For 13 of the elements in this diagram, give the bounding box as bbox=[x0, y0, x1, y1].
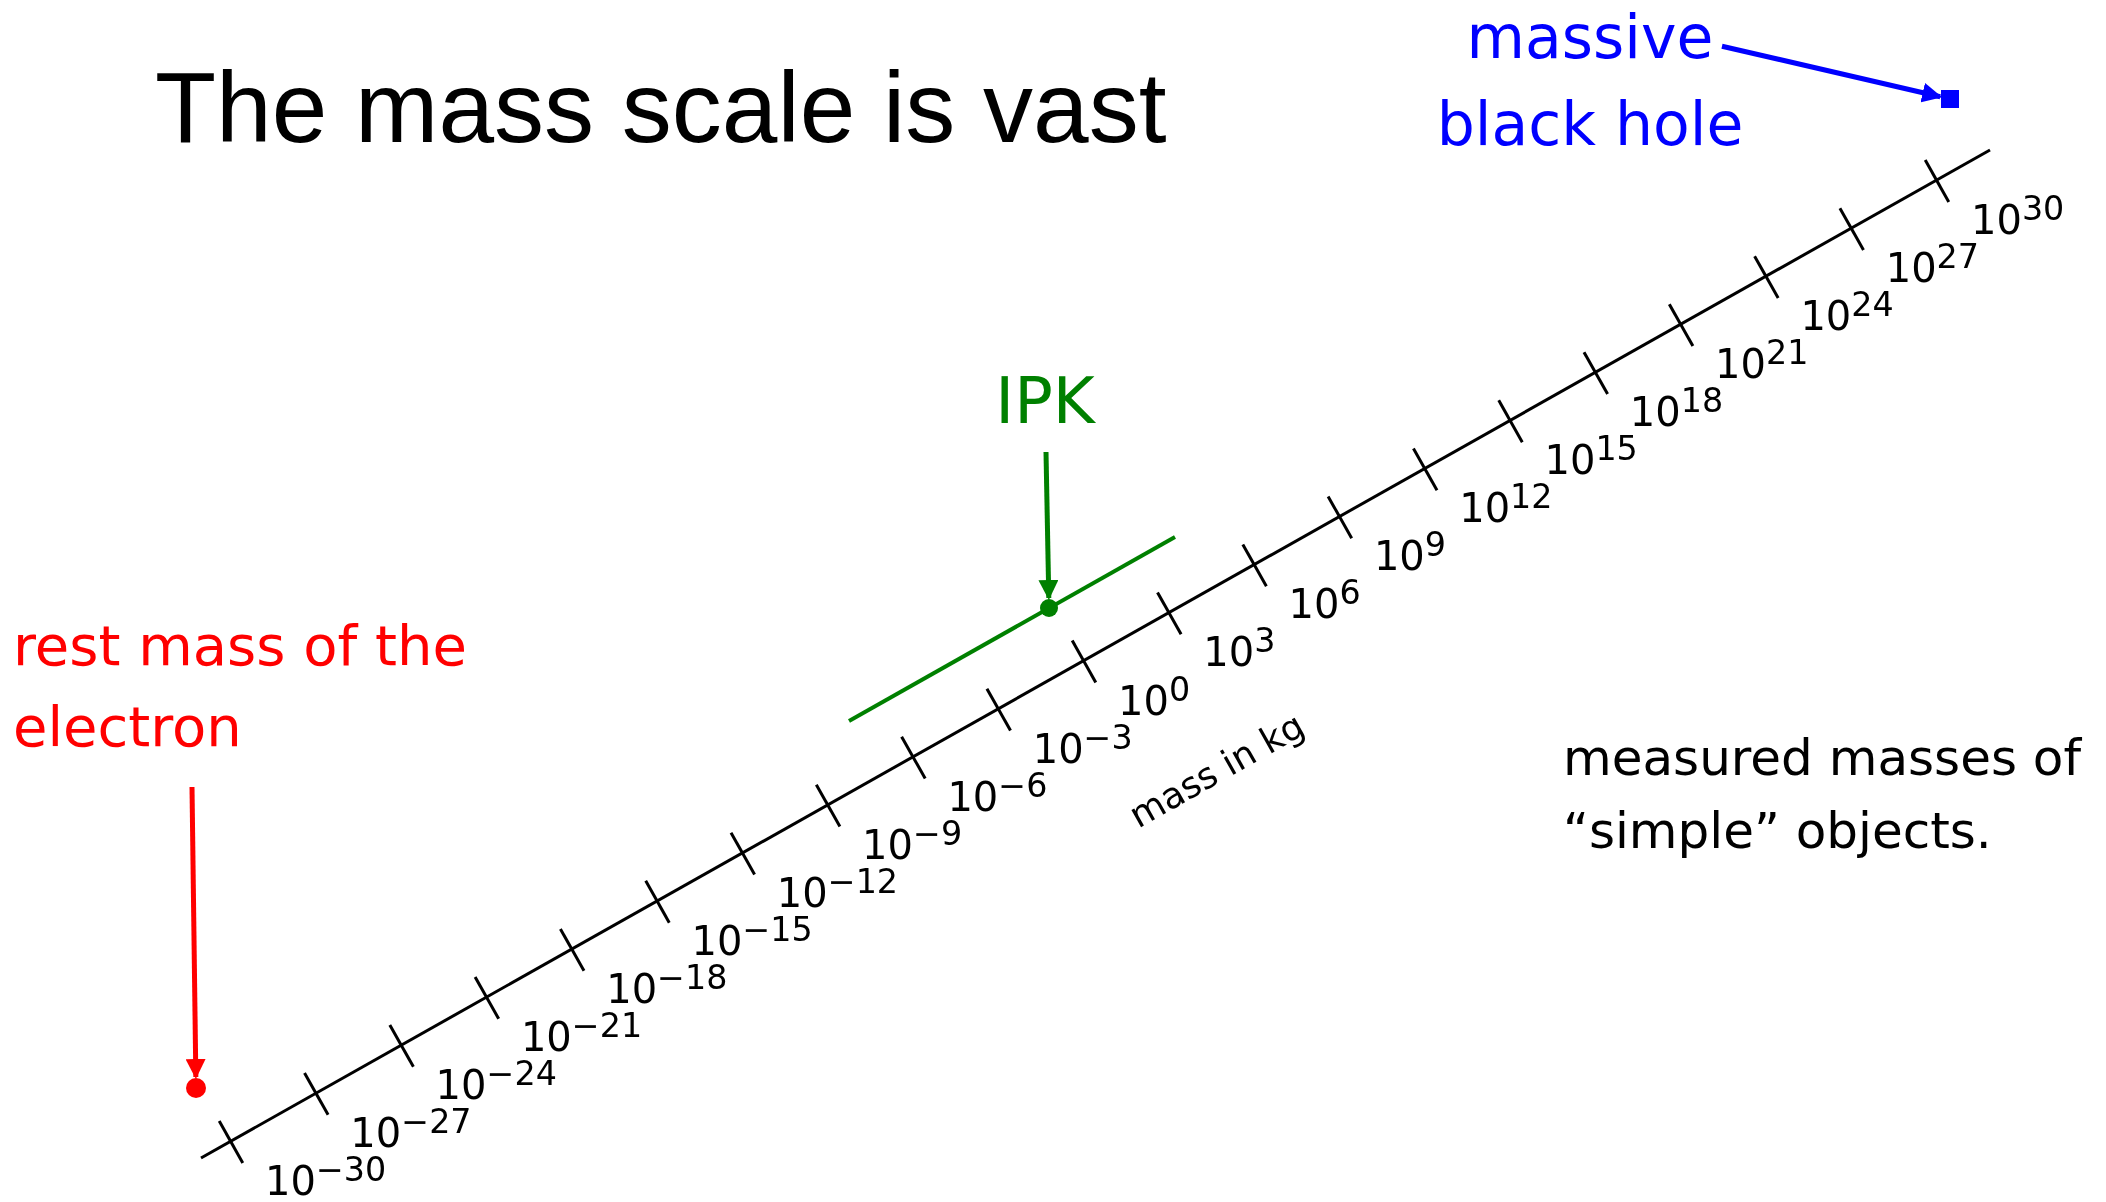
note-text: measured masses of “simple” objects. bbox=[1563, 728, 2083, 862]
title: The mass scale is vast bbox=[155, 50, 1167, 165]
callout-text: massive black hole bbox=[1400, 0, 1780, 168]
arrow bbox=[1721, 43, 1943, 103]
data-square bbox=[1941, 90, 1959, 108]
callout-text: rest mass of the electron bbox=[13, 605, 473, 768]
data-dot bbox=[186, 1078, 206, 1098]
callout-text: IPK bbox=[985, 355, 1105, 448]
arrow bbox=[185, 786, 206, 1079]
tick-label: 10$^{6}$ bbox=[1288, 573, 1361, 628]
tick-label: 10$^{3}$ bbox=[1203, 621, 1276, 676]
tick-label: 10$^{9}$ bbox=[1373, 525, 1446, 580]
arrow bbox=[1038, 451, 1059, 600]
